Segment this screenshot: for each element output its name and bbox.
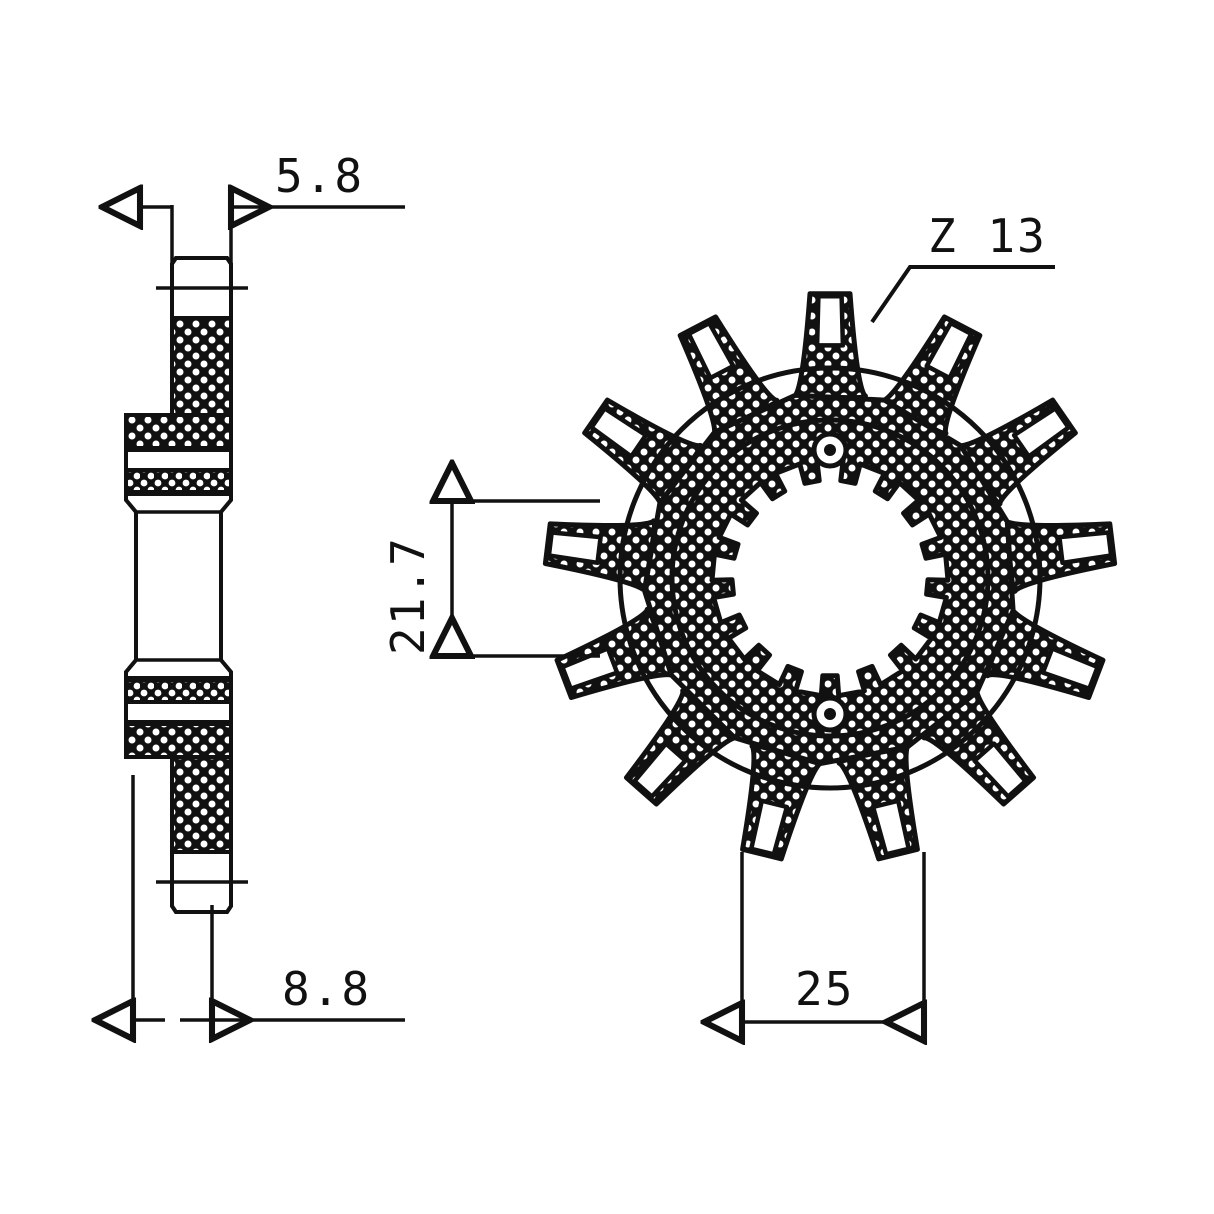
tooth-tip-notch [1057,530,1114,566]
tooth-tip-notch [924,320,974,381]
section-upper-flange [124,413,233,450]
locating-hole-top [811,431,849,469]
tooth-tip-notch [870,798,911,857]
section-upper-tooth [156,256,248,417]
tooth-tip-notch [686,320,736,381]
dimension-label-5-8: 5.8 [275,149,364,203]
tooth-tip-notch [749,798,790,857]
tooth-tip-notch [814,293,846,348]
boss-inner-circle [669,417,991,739]
locating-hole-bottom [811,695,849,733]
tooth-tip-notch [972,741,1028,799]
tooth-tip-notch [1040,646,1100,691]
sprocket-front-view [542,291,1118,862]
tooth-tip-notch [546,530,603,566]
callout-label-z-13: Z 13 [928,209,1047,263]
section-lower-gap [124,700,233,724]
dimension-25: 25 [742,852,924,1030]
dimension-8-8: 8.8 [133,775,405,1022]
section-lower-thin-band [124,678,233,704]
dimension-5-8: 5.8 [140,149,405,268]
section-lower-tooth [156,755,248,914]
splined-bore [709,458,951,699]
boss-outer-circle [617,365,1043,791]
dimension-label-21-7: 21.7 [381,536,435,655]
section-lower-flange [124,722,233,759]
tooth-tip-notch [589,406,649,459]
cross-section-side-view [124,256,248,914]
tooth-tip-notch [1011,406,1071,459]
tooth-tip-notch [632,741,688,799]
dimension-21-7: 21.7 [381,501,600,656]
callout-z-13: Z 13 [870,209,1055,324]
tooth-tip-notch [560,646,620,691]
section-hub-body [124,492,233,680]
section-upper-gap [124,448,233,472]
dimension-label-25: 25 [795,962,854,1016]
section-upper-thin-band [124,468,233,494]
dimension-label-8-8: 8.8 [282,962,371,1016]
